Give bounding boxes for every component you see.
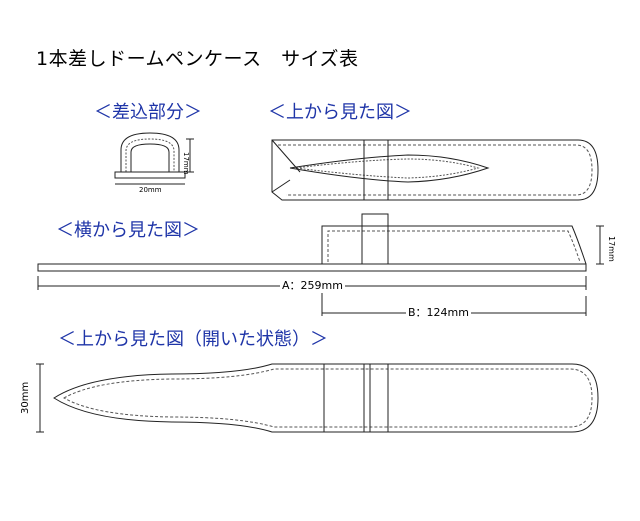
side-height-label: 17mm: [607, 236, 616, 262]
side-view-heading: ＜横から見た図＞: [56, 220, 200, 241]
insert-part-drawing: [114, 132, 194, 185]
open-top-view-drawing: [36, 363, 599, 433]
insert-width-label: 20mm: [139, 186, 162, 194]
insert-height-label: 17mm: [182, 152, 190, 175]
side-view-drawing: [37, 213, 604, 316]
length-a-label: A：259mm: [280, 277, 345, 293]
top-view-heading: ＜上から見た図＞: [268, 102, 412, 123]
open-width-label: 30mm: [20, 381, 31, 414]
open-top-view-heading: ＜上から見た図（開いた状態）＞: [58, 329, 328, 350]
length-b-label: B：124mm: [406, 304, 471, 320]
insert-part-heading: ＜差込部分＞: [94, 102, 202, 123]
page-title: 1本差しドームペンケース サイズ表: [36, 48, 359, 70]
top-view-drawing: [271, 139, 599, 201]
